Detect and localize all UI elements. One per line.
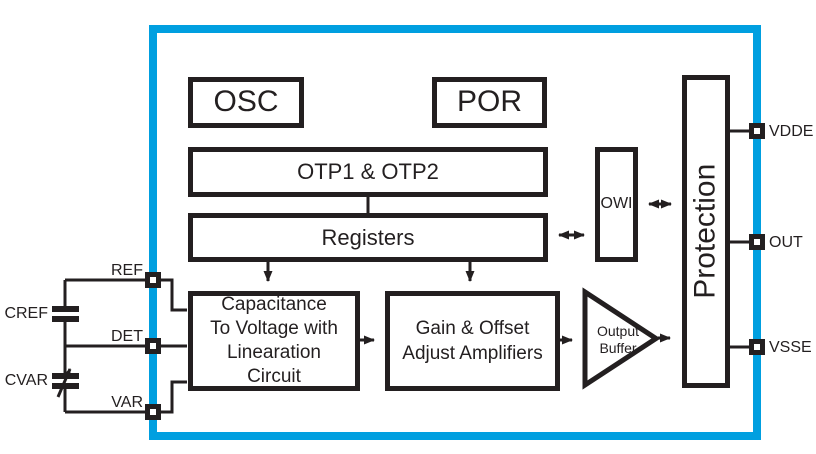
cvar-capacitor-plate-bottom	[52, 383, 79, 389]
cref-capacitor-plate-bottom	[52, 316, 79, 322]
pin-pad-vsse	[749, 339, 765, 355]
block-gain-line2: Adjust Amplifiers	[402, 343, 543, 364]
pin-pad-det	[145, 338, 161, 354]
block-c2v-line4: Circuit	[247, 366, 301, 387]
block-c2v-line3: Linearation	[226, 342, 322, 363]
pin-label-var: VAR	[111, 394, 143, 411]
block-c2v-line1: Capacitance	[221, 294, 327, 315]
block-por: POR	[432, 77, 547, 128]
pin-label-ref: REF	[111, 262, 143, 279]
pin-pad-ref	[145, 272, 161, 288]
block-otp: OTP1 & OTP2	[188, 147, 548, 197]
component-label-cref: CREF	[4, 305, 48, 322]
output-buffer-triangle	[582, 287, 661, 390]
block-osc-label: OSC	[213, 85, 279, 119]
chip-boundary	[149, 25, 761, 440]
output-buffer-line1: Output	[596, 323, 640, 339]
wire-var-to-c2v	[159, 380, 187, 414]
output-buffer-label: Output Buffer	[586, 323, 650, 357]
pin-pad-out	[749, 234, 765, 250]
block-owi-label: OWI	[600, 195, 633, 213]
block-capacitance-to-voltage: Capacitance To Voltage with Linearation …	[188, 291, 360, 391]
block-protection: Protection	[682, 75, 730, 388]
pin-pad-var	[145, 404, 161, 420]
wire-ref-to-c2v	[159, 278, 187, 312]
pin-pad-vdde	[749, 123, 765, 139]
block-gain-offset-amplifiers: Gain & Offset Adjust Amplifiers	[385, 291, 560, 391]
block-registers-label: Registers	[321, 224, 415, 250]
block-owi: OWI	[595, 147, 638, 262]
pin-pads	[145, 123, 765, 420]
output-buffer-line2: Buffer	[599, 340, 637, 356]
component-label-cvar: CVAR	[4, 372, 48, 389]
pin-label-out: OUT	[769, 234, 803, 251]
block-protection-label: Protection	[688, 163, 722, 300]
block-otp-label: OTP1 & OTP2	[297, 159, 439, 185]
pin-label-vsse: VSSE	[769, 339, 812, 356]
block-gain-line1: Gain & Offset	[415, 318, 530, 339]
block-osc: OSC	[188, 77, 304, 128]
block-c2v-line2: To Voltage with	[210, 318, 338, 339]
pin-label-det: DET	[111, 328, 143, 345]
cref-capacitor-plate-top	[52, 306, 79, 312]
cvar-capacitor-plate-top	[52, 373, 79, 379]
pin-label-vdde: VDDE	[769, 123, 814, 140]
block-por-label: POR	[456, 85, 522, 119]
block-registers: Registers	[188, 213, 548, 262]
